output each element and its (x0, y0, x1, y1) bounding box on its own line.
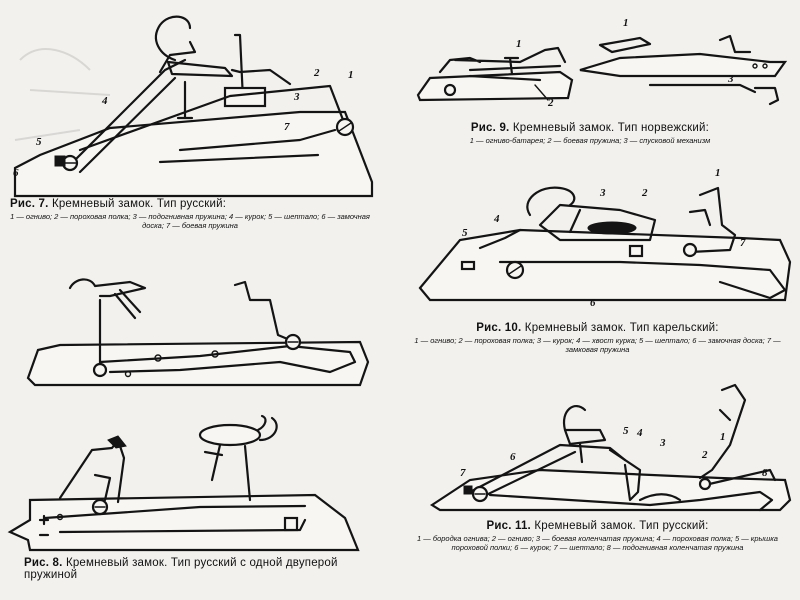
fig11-label-1: 1 (720, 431, 726, 443)
fig8-upper-drawing (26, 278, 370, 387)
fig11-label-6: 6 (510, 451, 516, 463)
fig11-title-prefix: Рис. 11. (486, 520, 531, 532)
fig7-title-prefix: Рис. 7. (10, 198, 49, 210)
fig11-label-3: 3 (659, 437, 666, 449)
fig7-label-7: 7 (284, 121, 290, 133)
fig10-drawing: 1 2 3 4 5 6 7 (418, 167, 792, 309)
fig9-caption: Рис. 9. Кремневый замок. Тип норвежский:… (425, 122, 755, 145)
fig11-label-8: 8 (762, 467, 768, 479)
fig9-label-2: 2 (547, 97, 554, 109)
fig7-title: Кремневый замок. Тип русский: (51, 198, 227, 210)
fig11-label-7: 7 (460, 467, 466, 479)
fig7-caption: Рис. 7. Кремневый замок. Тип русский: 1 … (10, 198, 370, 230)
fig7-label-4: 4 (101, 95, 108, 107)
fig10-label-5: 5 (462, 227, 468, 239)
fig8-lower-drawing (7, 414, 360, 552)
fig11-label-2: 2 (701, 449, 708, 461)
fig10-label-6: 6 (590, 297, 596, 309)
fig9-title-prefix: Рис. 9. (470, 122, 510, 134)
fig9-legend: 1 — огниво-батарея; 2 — боевая пружина; … (469, 136, 711, 145)
fig7-label-3: 3 (293, 91, 300, 103)
fig11-legend: 1 — бородка огнива; 2 — огниво; 3 — боев… (417, 534, 778, 552)
fig11-label-5: 5 (623, 425, 629, 437)
fig8-caption: Рис. 8. Кремневый замок. Тип русский с о… (24, 557, 394, 583)
fig7-label-5: 5 (36, 136, 42, 148)
fig7-label-1: 1 (348, 69, 354, 81)
fig10-legend: 1 — огниво; 2 — пороховая полка; 3 — кур… (414, 336, 781, 354)
fig10-caption: Рис. 10. Кремневый замок. Тип карельский… (410, 322, 785, 354)
fig9-drawing: 1 2 1 3 (416, 17, 788, 109)
fig10-label-1: 1 (715, 167, 721, 179)
fig9-label-1a: 1 (516, 38, 522, 50)
fig10-label-3: 3 (599, 187, 606, 199)
fig8-title-prefix: Рис. 8. (24, 557, 63, 569)
fig7-drawing: 1 2 3 4 5 6 7 (13, 15, 374, 198)
fig10-label-2: 2 (641, 187, 648, 199)
fig11-label-4: 4 (636, 427, 643, 439)
fig9-label-1b: 1 (623, 17, 629, 29)
fig9-label-3: 3 (727, 73, 734, 85)
fig7-legend: 1 — огниво; 2 — пороховая полка; 3 — под… (10, 212, 370, 230)
fig10-title-prefix: Рис. 10. (476, 322, 522, 334)
fig11-title: Кремневый замок. Тип русский: (534, 520, 709, 532)
fig10-label-7: 7 (740, 237, 746, 249)
fig10-title: Кремневый замок. Тип карельский: (524, 322, 719, 334)
fig9-title: Кремневый замок. Тип норвежский: (512, 122, 710, 134)
fig7-label-2: 2 (313, 67, 320, 79)
fig11-drawing: 1 2 3 4 5 6 7 8 (429, 383, 792, 512)
fig7-label-6: 6 (13, 167, 19, 179)
fig8-title: Кремневый замок. Тип русский с одной дву… (24, 557, 338, 581)
fig10-label-4: 4 (493, 213, 500, 225)
fig11-caption: Рис. 11. Кремневый замок. Тип русский: 1… (410, 520, 785, 552)
